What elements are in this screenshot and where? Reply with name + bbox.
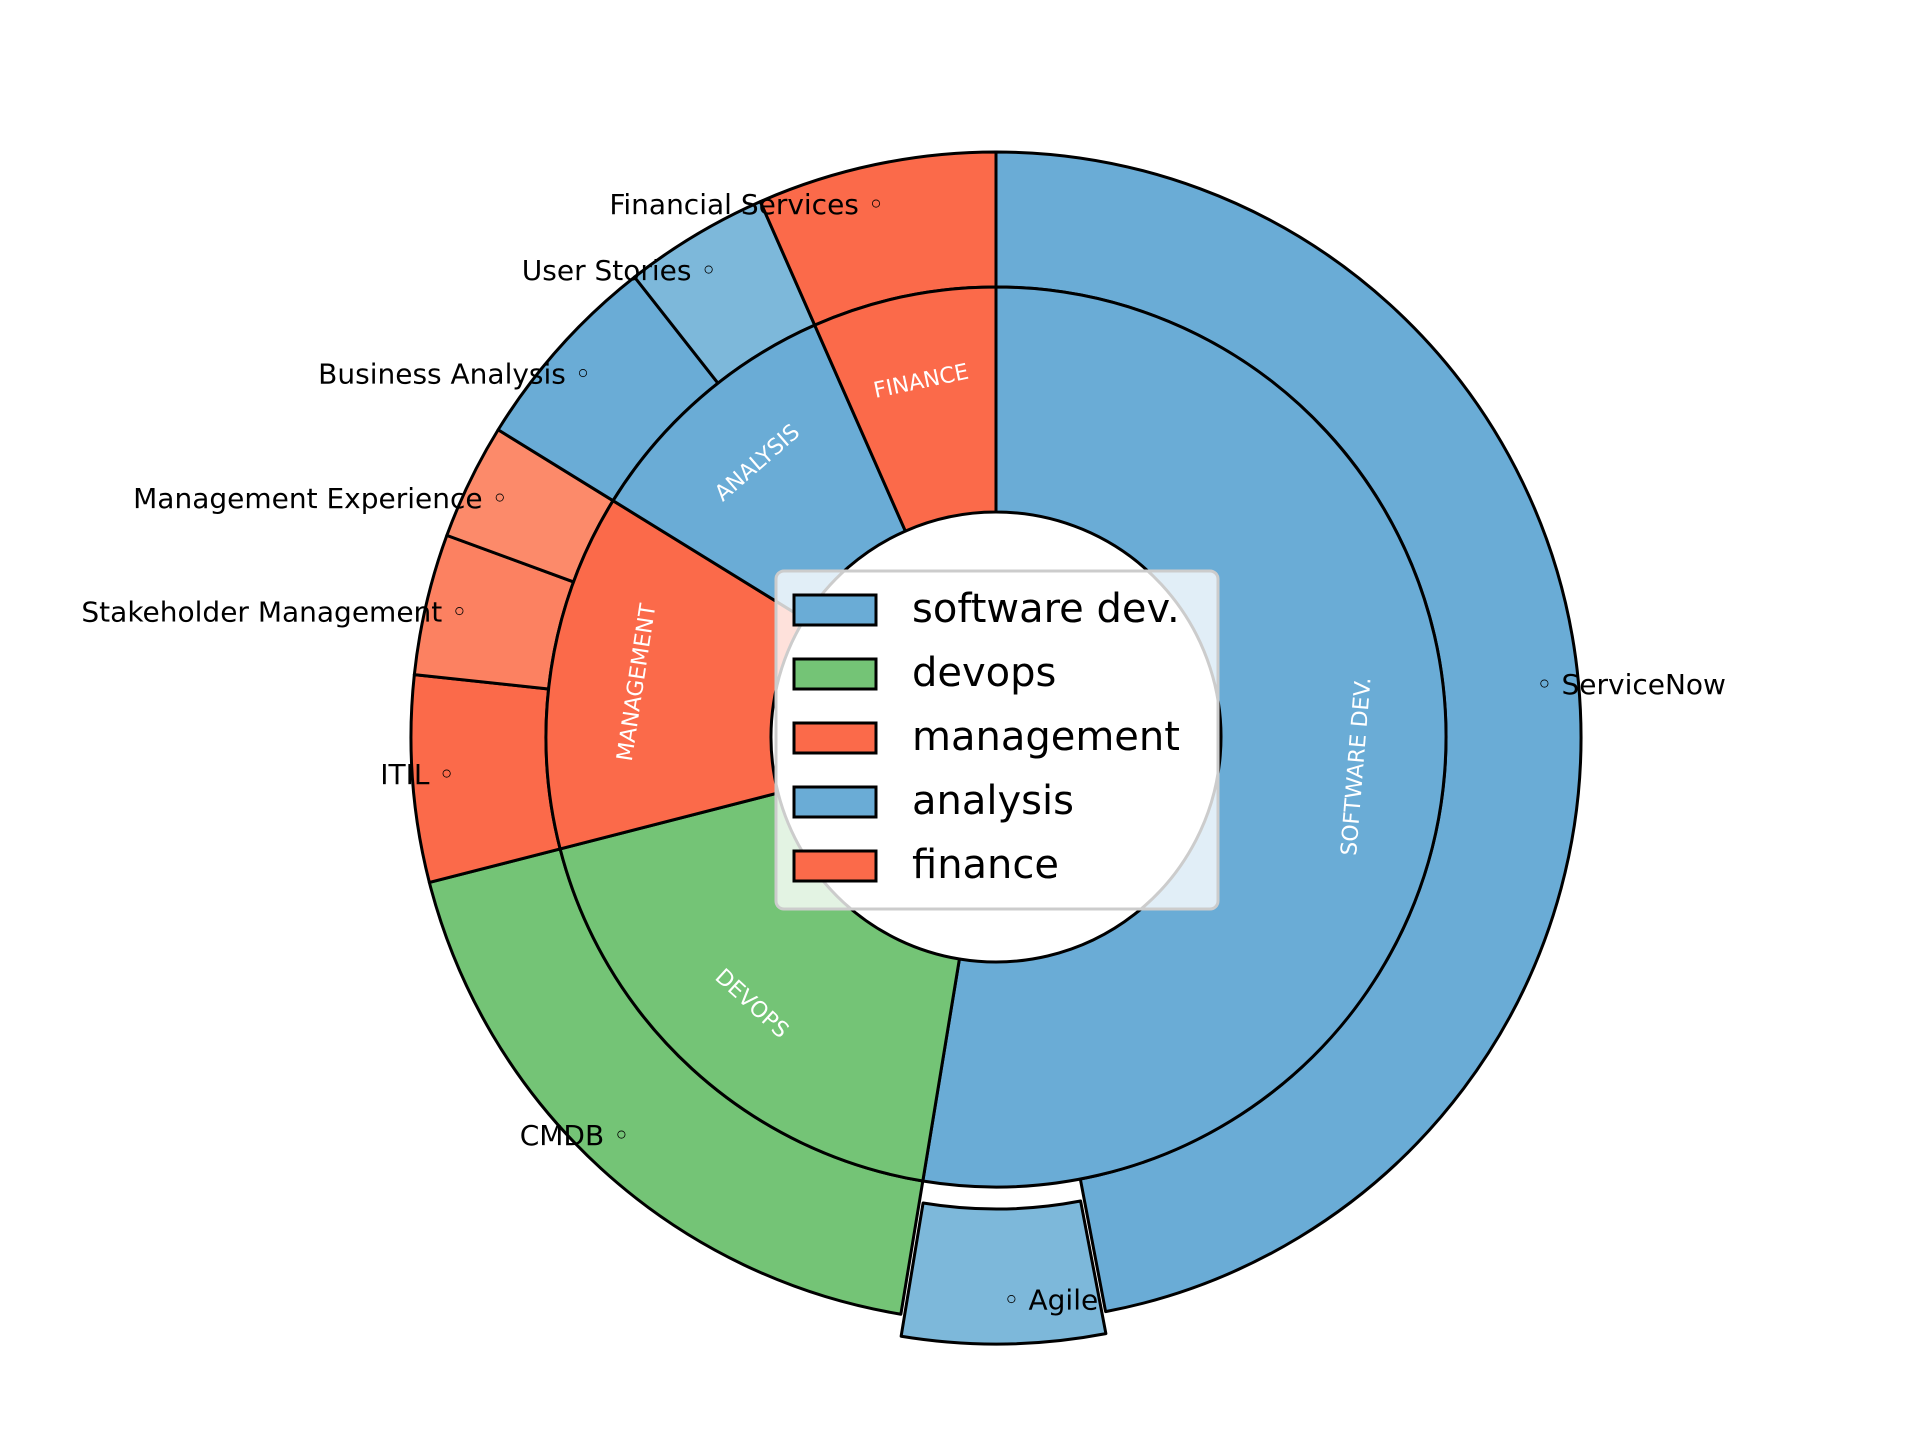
outer-label-cmdb: CMDB ◦ xyxy=(520,1119,630,1152)
legend-label-finance: finance xyxy=(912,842,1059,888)
inner-wedge-finance xyxy=(813,285,998,533)
outer-label-business-analysis: Business Analysis ◦ xyxy=(318,358,591,391)
legend-swatch-devops xyxy=(792,657,878,691)
legend: software dev. devops management analysis fin… xyxy=(774,569,1220,911)
outer-label-servicenow: ◦ ServiceNow xyxy=(1536,668,1726,701)
outer-labels: ◦ ServiceNow ◦ Agile CMDB ◦ ITIL ◦ Stakehold… xyxy=(81,188,1726,1316)
inner-ring xyxy=(544,285,1448,1189)
outer-ring xyxy=(409,150,1583,1346)
legend-swatch-analysis xyxy=(792,785,878,819)
outer-label-agile: ◦ Agile xyxy=(1003,1283,1098,1316)
outer-wedge-agile xyxy=(899,1199,1108,1346)
legend-swatch-finance xyxy=(792,849,878,883)
inner-wedge-analysis xyxy=(611,323,907,621)
legend-swatch-management xyxy=(792,721,878,755)
outer-label-management-experience: Management Experience ◦ xyxy=(133,482,508,515)
legend-label-analysis: analysis xyxy=(912,778,1074,824)
outer-label-financial-services: Financial Services ◦ xyxy=(609,188,884,221)
legend-frame xyxy=(774,569,1220,911)
outer-label-itil: ITIL ◦ xyxy=(380,758,455,791)
legend-swatch-software-dev xyxy=(792,593,878,627)
legend-label-management: management xyxy=(912,714,1180,760)
legend-label-devops: devops xyxy=(912,650,1056,696)
outer-label-user-stories: User Stories ◦ xyxy=(522,254,717,287)
legend-label-software-dev: software dev. xyxy=(912,586,1180,632)
outer-label-stakeholder-management: Stakeholder Management ◦ xyxy=(81,596,467,629)
